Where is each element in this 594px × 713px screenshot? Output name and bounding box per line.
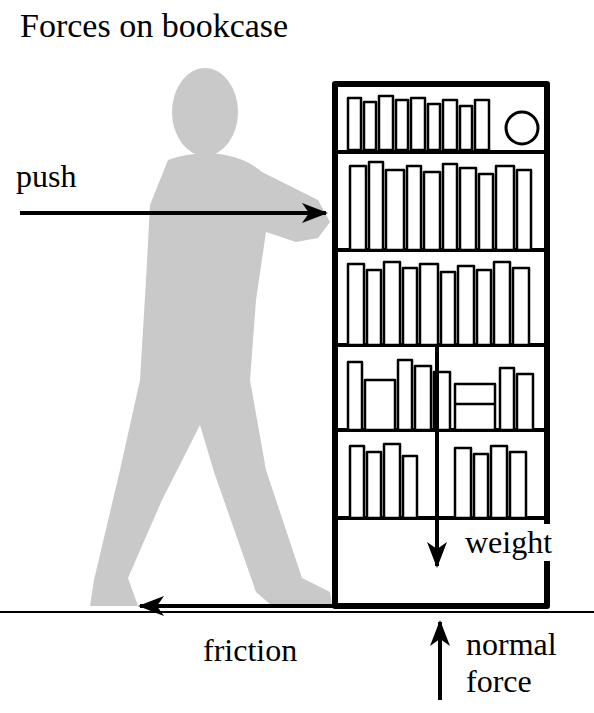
books-shelf-1: [348, 96, 489, 150]
books-shelf-2: [350, 162, 531, 250]
shelf-ornament: [506, 112, 538, 144]
person-silhouette: [90, 68, 332, 606]
weight-arrow: [435, 345, 439, 566]
books-shelf-4: [348, 360, 533, 430]
push-arrow: [20, 211, 326, 215]
floor-line: [0, 611, 594, 613]
friction-arrow: [140, 604, 345, 608]
books-shelf-3: [348, 262, 529, 345]
person-body: [90, 153, 332, 606]
person-head: [172, 68, 238, 156]
diagram-title: Forces on bookcase: [20, 6, 288, 45]
normal-force-arrow: [438, 622, 442, 700]
force-label: push: [16, 158, 76, 195]
force-label: normal force: [466, 626, 584, 700]
force-label: friction: [203, 632, 297, 669]
force-label: weight: [462, 524, 555, 561]
bookcase-shelves: [337, 152, 545, 518]
